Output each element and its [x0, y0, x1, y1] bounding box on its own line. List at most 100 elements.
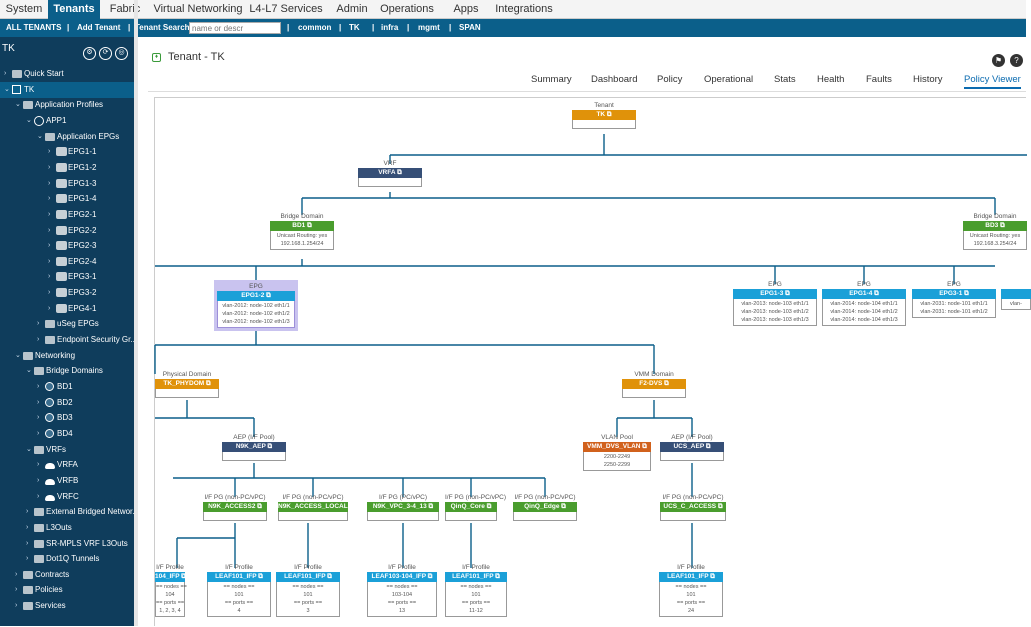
node-name[interactable]: N9K_ACCESS2 ⧉ [203, 502, 267, 512]
policy-node-ifpg3[interactable]: I/F PG (PC/vPC)N9K_VPC_3-4_13 ⧉ [367, 493, 439, 521]
node-name[interactable]: QinQ_Core ⧉ [445, 502, 497, 512]
sidebar-item-application-profiles[interactable]: ⌄Application Profiles [0, 97, 134, 113]
sidebar-item-dot1q-tunnels[interactable]: ›Dot1Q Tunnels [0, 551, 134, 567]
sidebar-item-epg1-4[interactable]: ›EPG1-4 [0, 191, 134, 207]
tenant-link-mgmt[interactable]: mgmt [418, 23, 440, 32]
node-name[interactable]: N9K_ACCESS_LOCAL ⧉ [278, 502, 355, 512]
policy-node-epgx[interactable]: vlan- [1001, 280, 1031, 310]
sidebar-item-vrfb[interactable]: ›VRFB [0, 473, 134, 489]
chevron-icon[interactable]: › [48, 273, 51, 281]
sidebar-item-epg3-1[interactable]: ›EPG3-1 [0, 269, 134, 285]
node-name[interactable]: UCS_C_ACCESS ⧉ [660, 502, 726, 512]
tenant-link-common[interactable]: common [298, 23, 332, 32]
chevron-icon[interactable]: › [48, 210, 51, 218]
node-name[interactable]: VRFA ⧉ [358, 168, 422, 178]
chevron-icon[interactable]: ⌄ [15, 101, 21, 109]
node-name[interactable]: F2-DVS ⧉ [622, 379, 686, 389]
sidebar-item-vrfs[interactable]: ⌄VRFs [0, 442, 134, 458]
chevron-icon[interactable]: ⌄ [15, 351, 21, 359]
tab-dashboard[interactable]: Dashboard [591, 74, 638, 85]
node-name[interactable]: VMM_DVS_VLAN ⧉ [583, 442, 651, 452]
chevron-icon[interactable]: ⌄ [37, 132, 43, 140]
sidebar-item-l3outs[interactable]: ›L3Outs [0, 520, 134, 536]
tenant-link-span[interactable]: SPAN [459, 23, 481, 32]
node-name[interactable]: TK ⧉ [572, 110, 636, 120]
sidebar-item-epg1-2[interactable]: ›EPG1-2 [0, 160, 134, 176]
sidebar-collapse-handle[interactable] [134, 0, 138, 626]
node-name[interactable]: BD3 ⧉ [963, 221, 1027, 231]
sidebar-item-epg2-3[interactable]: ›EPG2-3 [0, 238, 134, 254]
sidebar-item-services[interactable]: ›Services [0, 598, 134, 614]
node-name[interactable]: EPG1-3 ⧉ [733, 289, 817, 299]
sidebar-item-bridge-domains[interactable]: ⌄Bridge Domains [0, 363, 134, 379]
sidebar-item-external-bridged-networ[interactable]: ›External Bridged Networ... [0, 504, 139, 520]
tab-stats[interactable]: Stats [774, 74, 796, 85]
help-icon[interactable]: ? [1010, 54, 1023, 67]
tab-faults[interactable]: Faults [866, 74, 892, 85]
tab-policy-viewer[interactable]: Policy Viewer [964, 74, 1021, 89]
node-name[interactable]: EPG3-1 ⧉ [912, 289, 996, 299]
policy-node-ifpg2[interactable]: I/F PG (non-PC/vPC)N9K_ACCESS_LOCAL ⧉ [278, 493, 355, 521]
chevron-icon[interactable]: › [48, 257, 51, 265]
chevron-icon[interactable]: ⌄ [26, 367, 32, 375]
settings-icon[interactable]: ◎ [115, 47, 128, 60]
chevron-icon[interactable]: › [26, 555, 29, 563]
tenant-search-input[interactable] [189, 22, 281, 34]
policy-node-aep1[interactable]: AEP (I/F Pool)N9K_AEP ⧉ [222, 433, 286, 461]
chevron-icon[interactable]: › [26, 539, 29, 547]
chevron-icon[interactable]: › [26, 508, 29, 516]
chevron-icon[interactable]: › [48, 226, 51, 234]
sidebar-item-endpoint-security-gr[interactable]: ›Endpoint Security Gr... [0, 332, 137, 348]
node-name[interactable]: UCS_AEP ⧉ [660, 442, 724, 452]
sidebar-item-epg2-1[interactable]: ›EPG2-1 [0, 207, 134, 223]
chevron-icon[interactable]: › [37, 398, 40, 406]
chevron-icon[interactable]: › [37, 320, 40, 328]
sidebar-item-vrfa[interactable]: ›VRFA [0, 457, 134, 473]
chevron-icon[interactable]: › [37, 414, 40, 422]
sidebar-item-useg-epgs[interactable]: ›uSeg EPGs [0, 316, 134, 332]
tab-history[interactable]: History [913, 74, 943, 85]
topnav-l4-l7-services[interactable]: L4-L7 Services [249, 3, 323, 15]
node-name[interactable]: N9K_VPC_3-4_13 ⧉ [367, 502, 439, 512]
all-tenants-link[interactable]: ALL TENANTS [6, 23, 62, 32]
chevron-icon[interactable]: › [37, 336, 40, 344]
chevron-icon[interactable]: › [48, 242, 51, 250]
sidebar-item-sr-mpls-vrf-l3outs[interactable]: ›SR-MPLS VRF L3Outs [0, 536, 134, 552]
policy-node-aep2[interactable]: AEP (I/F Pool)UCS_AEP ⧉ [660, 433, 724, 461]
chevron-icon[interactable]: › [4, 70, 7, 77]
tab-summary[interactable]: Summary [531, 74, 572, 85]
topnav-virtual-networking[interactable]: Virtual Networking [153, 3, 243, 15]
chevron-icon[interactable]: ⌄ [4, 85, 10, 93]
tab-operational[interactable]: Operational [704, 74, 754, 85]
sidebar-item-vrfc[interactable]: ›VRFC [0, 489, 134, 505]
sidebar-item-epg4-1[interactable]: ›EPG4-1 [0, 301, 134, 317]
policy-node-ifpg1[interactable]: I/F PG (non-PC/vPC)N9K_ACCESS2 ⧉ [203, 493, 267, 521]
sidebar-item-bd3[interactable]: ›BD3 [0, 410, 134, 426]
sidebar-item-tk[interactable]: ⌄TK [0, 81, 134, 98]
chevron-icon[interactable]: › [15, 586, 18, 594]
chevron-icon[interactable]: › [48, 148, 51, 156]
chevron-icon[interactable]: › [37, 461, 40, 469]
chevron-icon[interactable]: › [48, 195, 51, 203]
node-name[interactable]: LEAF101_IFP ⧉ [659, 572, 723, 582]
tab-policy[interactable]: Policy [657, 74, 683, 85]
node-name[interactable]: TK_PHYDOM ⧉ [155, 379, 219, 389]
sidebar-item-quick-start[interactable]: ›Quick Start [0, 66, 134, 82]
add-tenant-link[interactable]: Add Tenant [77, 23, 121, 32]
node-name[interactable]: QinQ_Edge ⧉ [513, 502, 577, 512]
refresh-icon[interactable]: ⟳ [99, 47, 112, 60]
chevron-icon[interactable]: › [48, 179, 51, 187]
node-name[interactable] [1001, 289, 1031, 299]
topnav-apps[interactable]: Apps [453, 3, 479, 15]
